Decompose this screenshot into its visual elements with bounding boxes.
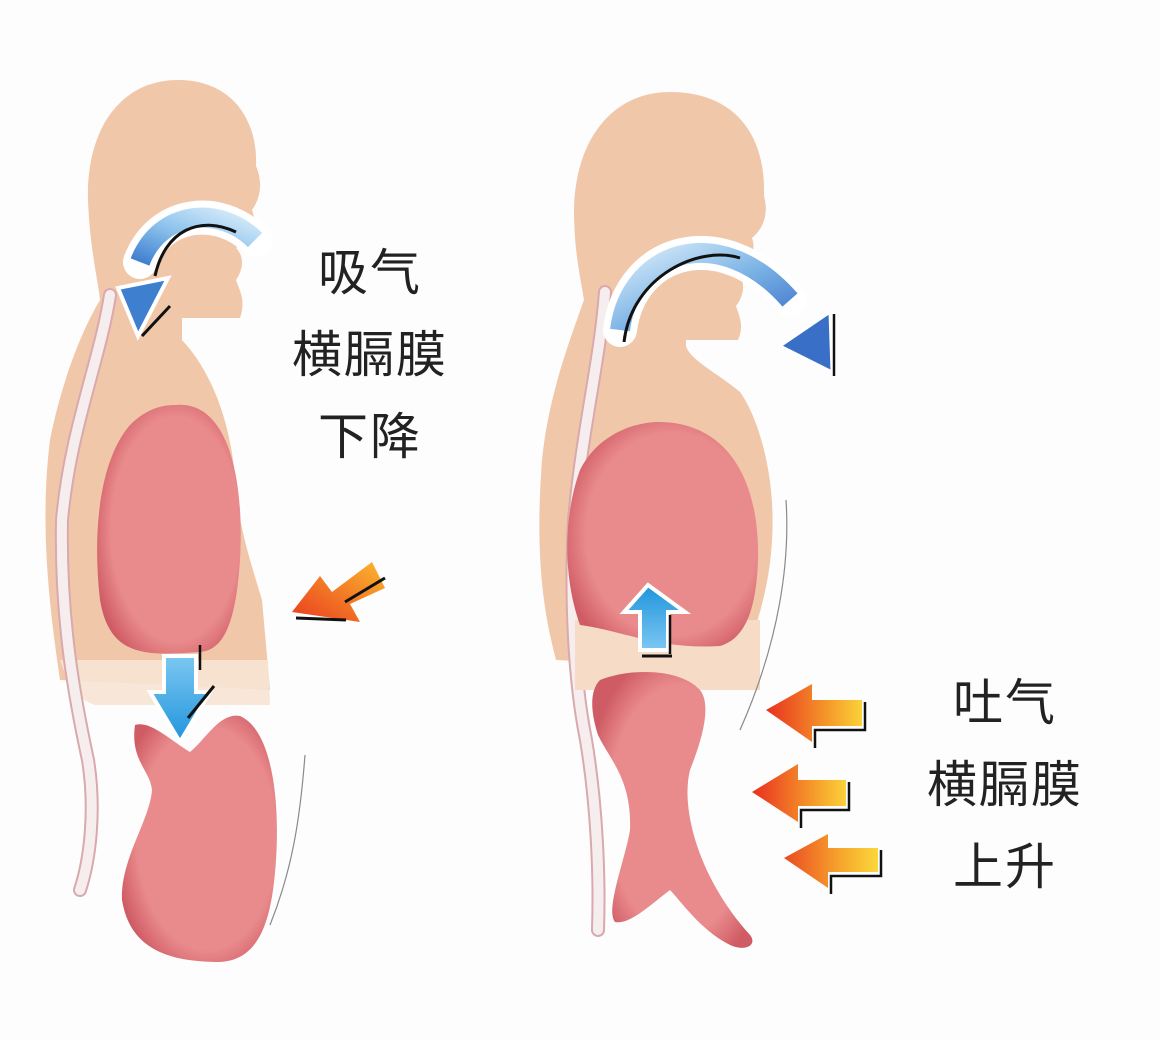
abdominal-organ bbox=[592, 671, 753, 948]
diaphragm-down-arrow-icon bbox=[146, 645, 216, 746]
air-out-arrow-icon bbox=[603, 235, 836, 376]
pressure-arrow-icon bbox=[292, 562, 386, 622]
spine-inner bbox=[56, 290, 115, 895]
exhale-caption-line-1: 吐气 bbox=[953, 674, 1057, 732]
chest-cavity bbox=[97, 404, 241, 654]
exhale-caption: 吐气 横膈膜 上升 bbox=[900, 662, 1110, 908]
pressure-arrow-icon bbox=[784, 834, 883, 894]
pressure-arrow-icon bbox=[752, 764, 851, 828]
inhale-caption-line-1: 吸气 bbox=[318, 244, 422, 302]
spine-inner bbox=[567, 287, 610, 935]
pressure-arrow-icon bbox=[766, 684, 867, 748]
exhale-caption-line-3: 上升 bbox=[953, 838, 1057, 896]
exhale-figure bbox=[539, 92, 883, 948]
air-in-arrow-icon bbox=[115, 200, 272, 341]
inhale-figure bbox=[45, 80, 386, 962]
belly-line bbox=[739, 499, 788, 731]
diaphragm-up-arrow-icon bbox=[619, 582, 692, 658]
belly-line bbox=[269, 754, 306, 926]
chest-cavity bbox=[567, 421, 759, 647]
inhale-caption-line-3: 下降 bbox=[318, 408, 422, 466]
inhale-caption-line-2: 横膈膜 bbox=[292, 326, 448, 384]
abdominal-organ bbox=[121, 715, 277, 962]
inhale-caption: 吸气 横膈膜 下降 bbox=[265, 232, 475, 478]
exhale-caption-line-2: 横膈膜 bbox=[927, 756, 1083, 814]
